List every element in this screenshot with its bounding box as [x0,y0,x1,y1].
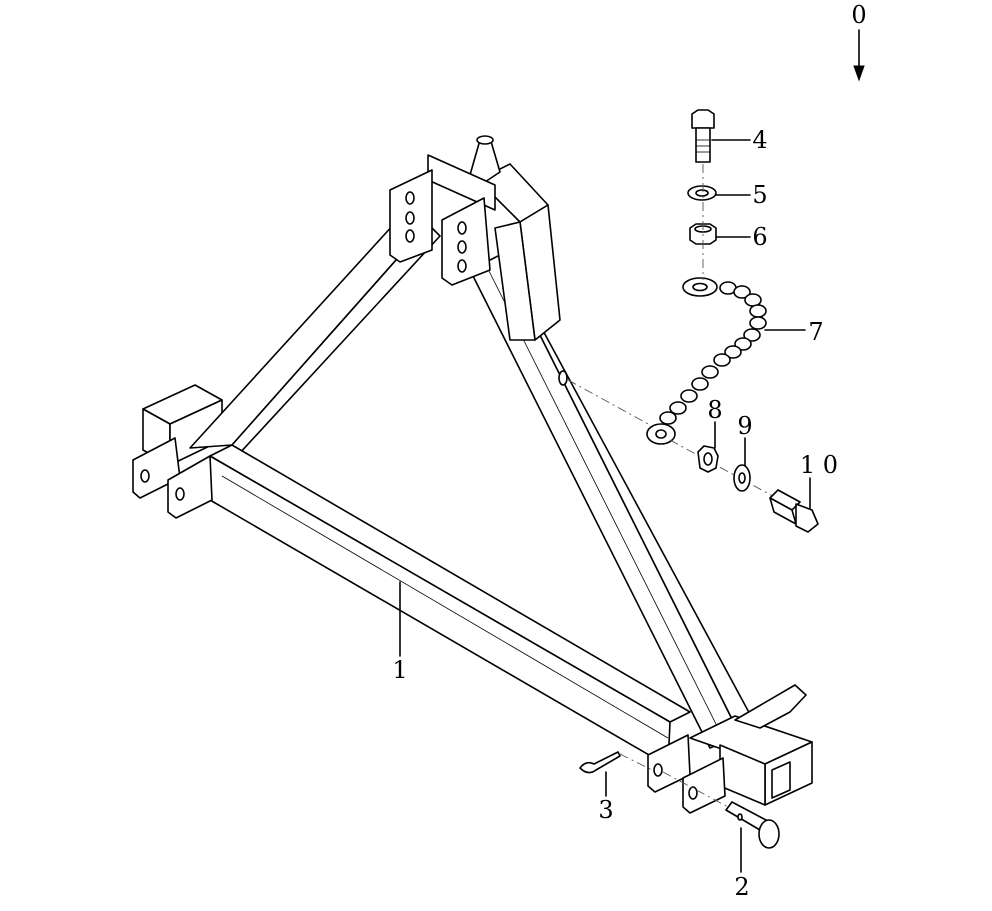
nut-lower-part [697,445,719,473]
callout-2: 2 [734,873,749,901]
callout-3: 3 [598,796,613,824]
chain-part [646,281,767,445]
callout-4: 4 [752,126,767,154]
callout-9: 9 [737,412,752,440]
a-frame [132,135,813,814]
callout-5: 5 [752,181,767,209]
pin-part [725,801,780,849]
figure-number: 0 [851,1,866,29]
washer-lower-part [733,464,751,492]
cotter-pin-part [579,751,621,774]
callout-7: 7 [808,318,823,346]
bolt-part [691,109,715,163]
bolt-lower-part [769,489,819,533]
callout-10: 1 0 [800,451,838,479]
callout-1: 1 [392,656,407,684]
callout-8: 8 [707,396,722,424]
figure-number-marker: 0 [851,1,867,82]
callout-6: 6 [752,223,767,251]
lock-washer-part [687,185,717,201]
